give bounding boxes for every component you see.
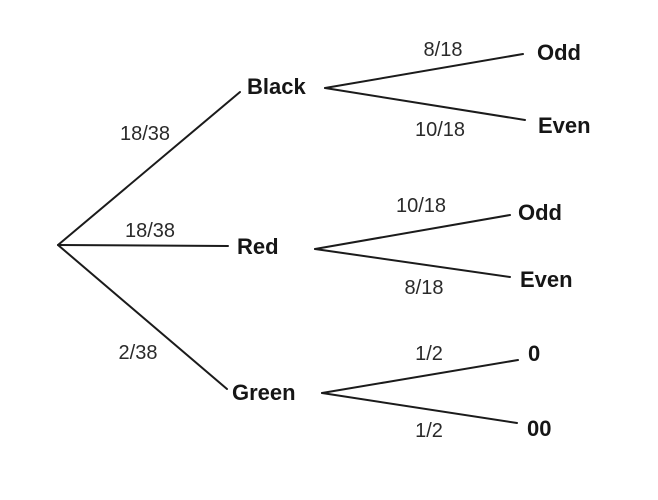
probability-label-black: 18/38 <box>120 123 170 145</box>
branch-line-green-00 <box>321 392 518 424</box>
probability-label-green-0: 1/2 <box>415 343 443 365</box>
probability-label-red-even: 8/18 <box>405 277 444 299</box>
leaf-label-red-even: Even <box>520 267 573 292</box>
branch-line-red-odd <box>314 214 511 250</box>
leaf-label-black-even: Even <box>538 113 591 138</box>
probability-label-red: 18/38 <box>125 220 175 242</box>
probability-label-green-00: 1/2 <box>415 420 443 442</box>
branch-line-black-odd <box>324 53 524 89</box>
leaf-label-red-odd: Odd <box>518 200 562 225</box>
probability-label-green: 2/38 <box>119 342 158 364</box>
probability-label-red-odd: 10/18 <box>396 195 446 217</box>
node-label-green: Green <box>232 380 296 405</box>
leaf-label-green-00: 00 <box>527 416 551 441</box>
branch-line-green-0 <box>321 359 519 394</box>
branch-line-root-black <box>57 91 241 246</box>
probability-label-black-odd: 8/18 <box>424 39 463 61</box>
leaf-label-green-0: 0 <box>528 341 540 366</box>
leaf-label-black-odd: Odd <box>537 40 581 65</box>
branch-line-black-even <box>324 87 526 121</box>
branch-line-red-even <box>314 248 511 278</box>
node-label-red: Red <box>237 234 279 259</box>
branch-line-root-red <box>57 244 229 247</box>
probability-label-black-even: 10/18 <box>415 119 465 141</box>
branch-line-root-green <box>57 244 228 390</box>
node-label-black: Black <box>247 74 306 99</box>
